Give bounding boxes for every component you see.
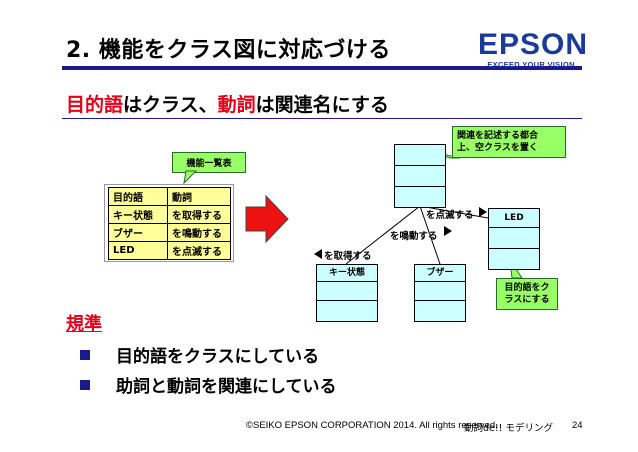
- class-key-state: キー状態: [316, 264, 378, 322]
- empty-class-callout: 関連を記述する都合 上、空クラスを置く: [452, 126, 566, 158]
- rule-item: 目的語をクラスにしている: [80, 342, 319, 367]
- empty-class-callout-line1: 関連を記述する都合: [457, 131, 539, 141]
- subtitle-text-1: はクラス、: [123, 94, 218, 116]
- function-list-table: 目的語 動詞 キー状態 を取得する ブザー を鳴動する LED を点滅する: [108, 187, 231, 260]
- relation-line-buzzer: [419, 205, 441, 265]
- direction-get-icon: [314, 249, 322, 259]
- rule-item: 助詞と動詞を関連にしている: [80, 372, 337, 397]
- object-class-callout-line1: 目的語をク: [504, 283, 550, 293]
- class-buzzer-name: ブザー: [415, 265, 465, 282]
- bullet-square-icon: [80, 380, 90, 390]
- relation-label-blink: を点滅する: [426, 210, 474, 221]
- slide-title: 2. 機能をクラス図に対応づける: [66, 38, 391, 63]
- class-key-state-name: キー状態: [317, 265, 377, 282]
- table-row: LED を点滅する: [108, 241, 231, 260]
- table-cell-verb: を鳴動する: [167, 223, 231, 242]
- class-key-state-attrs: [317, 282, 377, 301]
- rules-heading: 規準: [66, 314, 102, 335]
- class-empty-ops: [395, 187, 445, 207]
- function-list-frame: [104, 184, 234, 262]
- transform-arrow: [245, 194, 289, 244]
- subtitle-verb-word: 動詞: [217, 94, 256, 116]
- relation-line-key: [345, 205, 421, 265]
- table-row: ブザー を鳴動する: [108, 223, 231, 242]
- direction-blink-icon: [479, 207, 487, 217]
- subtitle-rule: [62, 118, 582, 119]
- class-empty-name: [395, 145, 445, 166]
- table-cell-verb: を取得する: [167, 205, 231, 224]
- class-buzzer: ブザー: [414, 264, 466, 322]
- table-cell-object: キー状態: [108, 205, 168, 224]
- footer-copyright: ©SEIKO EPSON CORPORATION 2014. All right…: [246, 420, 498, 431]
- empty-class-callout-line2: 上、空クラスを置く: [457, 143, 538, 153]
- object-class-callout-line2: ラスにする: [504, 295, 550, 305]
- class-empty-attrs: [395, 166, 445, 187]
- function-list-callout-text: 機能一覧表: [186, 159, 232, 169]
- table-header-object: 目的語: [108, 187, 168, 206]
- table-cell-object: LED: [108, 241, 168, 260]
- class-buzzer-ops: [415, 301, 465, 319]
- relation-label-get: を取得する: [324, 251, 372, 262]
- rule-item-text: 目的語をクラスにしている: [116, 347, 320, 367]
- page-number: 24: [572, 420, 583, 431]
- object-class-callout: 目的語をク ラスにする: [496, 278, 558, 310]
- relation-line-led: [419, 205, 489, 219]
- bullet-square-icon: [80, 350, 90, 360]
- direction-sound-icon: [444, 226, 452, 236]
- class-led: LED: [488, 208, 540, 270]
- class-empty: [394, 144, 446, 208]
- logo-tagline: EXCEED YOUR VISION: [487, 60, 575, 69]
- epson-logo: EPSON EXCEED YOUR VISION: [478, 28, 589, 70]
- slide-subtitle: 目的語はクラス、動詞は関連名にする: [66, 90, 389, 117]
- logo-wordmark: EPSON: [478, 28, 589, 61]
- function-list-callout: 機能一覧表: [172, 152, 246, 173]
- table-row: キー状態 を取得する: [108, 205, 231, 224]
- subtitle-object-word: 目的語: [66, 94, 124, 116]
- footer-series: 動詞de!! モデリング: [464, 423, 554, 434]
- table-cell-object: ブザー: [108, 223, 168, 242]
- class-led-ops: [489, 249, 539, 269]
- title-rule: [62, 66, 582, 70]
- function-list-callout-tail: [183, 170, 198, 185]
- table-cell-verb: を点滅する: [167, 241, 231, 260]
- table-header-verb: 動詞: [167, 187, 231, 206]
- table-header-row: 目的語 動詞: [108, 187, 231, 206]
- relation-label-sound: を鳴動する: [390, 231, 438, 242]
- class-buzzer-attrs: [415, 282, 465, 301]
- subtitle-text-2: は関連名にする: [255, 94, 389, 116]
- class-led-attrs: [489, 228, 539, 249]
- class-led-name: LED: [489, 209, 539, 228]
- class-key-state-ops: [317, 301, 377, 319]
- rule-item-text: 助詞と動詞を関連にしている: [116, 377, 337, 397]
